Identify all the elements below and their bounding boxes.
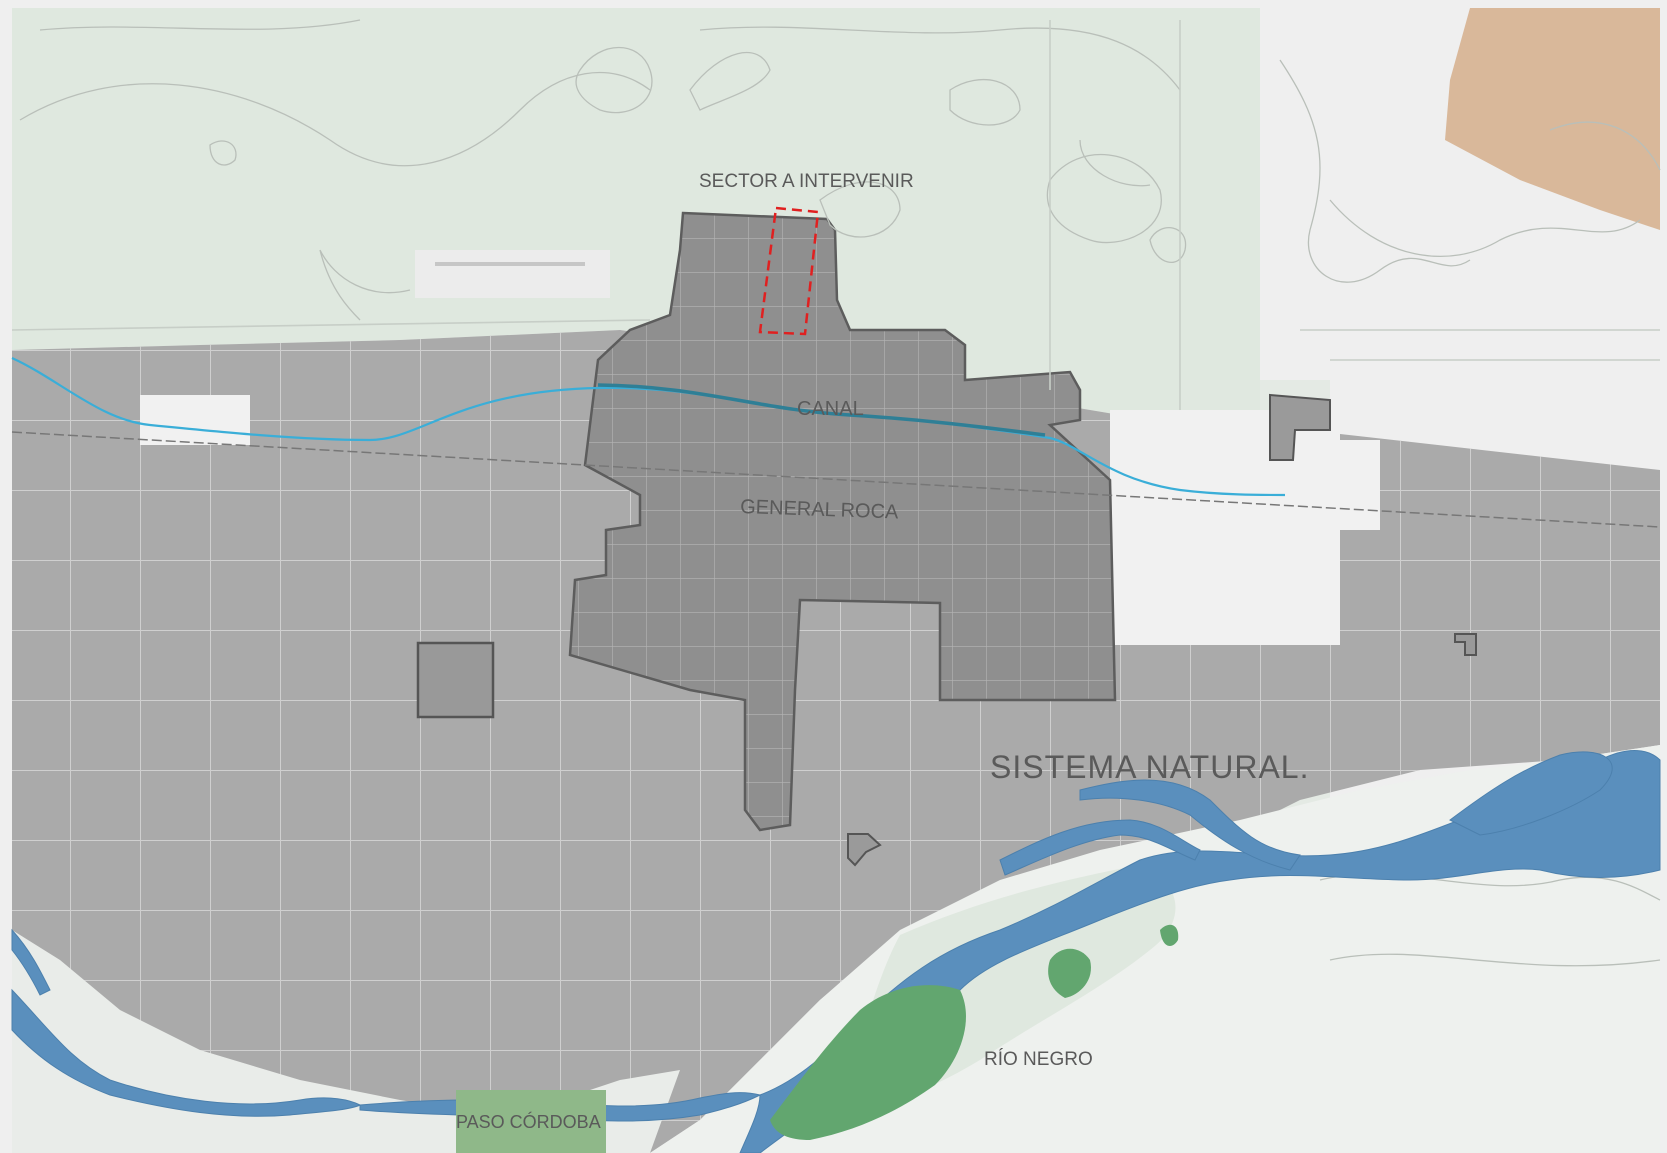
open-field bbox=[140, 395, 250, 445]
outlined-parcel-south bbox=[847, 833, 882, 867]
brown-area bbox=[1445, 8, 1660, 230]
railway-line bbox=[11, 431, 1661, 528]
forested-islands bbox=[770, 924, 1179, 1140]
sector-label: SECTOR A INTERVENIR bbox=[699, 171, 914, 192]
general-roca-street-grid bbox=[568, 211, 1117, 832]
river-label: RÍO NEGRO bbox=[984, 1049, 1093, 1070]
outlined-parcel-east bbox=[1269, 393, 1331, 461]
paso-cordoba-label: PASO CÓRDOBA bbox=[456, 1111, 601, 1132]
paso-cordoba-area bbox=[456, 1090, 606, 1153]
canal-line-city bbox=[597, 383, 1046, 437]
natural-system-label: SISTEMA NATURAL. bbox=[990, 749, 1309, 785]
sector-a-intervenir-outline[interactable] bbox=[758, 206, 820, 336]
plateau-roads bbox=[11, 20, 1660, 410]
canal-label: CANAL bbox=[797, 398, 864, 420]
outlined-parcel-west bbox=[416, 641, 495, 719]
topographic-contours bbox=[19, 19, 1661, 967]
outlined-parcel-small bbox=[1454, 633, 1477, 656]
airport-area bbox=[415, 250, 610, 298]
